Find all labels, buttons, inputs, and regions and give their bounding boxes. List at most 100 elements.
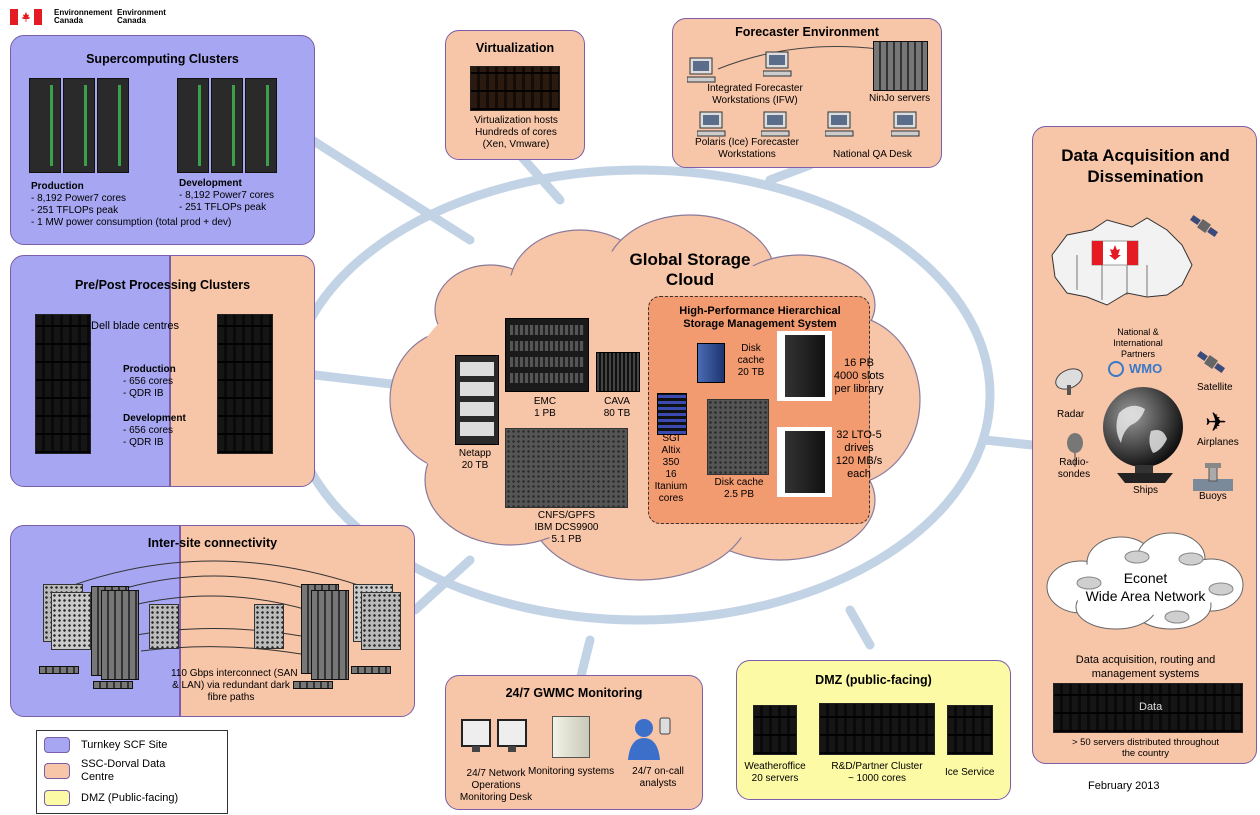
disk-cache-big (707, 399, 769, 475)
radiosonde-balloon-icon (1065, 433, 1085, 474)
intersite-caption: 110 Gbps interconnect (SAN & LAN) via re… (171, 668, 298, 703)
qa-label: National QA Desk (833, 149, 912, 160)
network-monitor-icon (460, 716, 530, 756)
workstation-icon (696, 111, 727, 137)
data-label: Data (1139, 701, 1163, 713)
econet-cloud (1046, 532, 1244, 630)
data-acq-servers (1053, 683, 1243, 733)
forecaster-links (717, 46, 879, 70)
network-rack-right (311, 590, 349, 680)
wmo-label: WMO (1129, 361, 1163, 376)
legend-swatch-peach (44, 763, 70, 779)
cava-array (596, 352, 640, 392)
rd-cluster-servers (819, 703, 935, 755)
server-tower-icon (552, 716, 590, 758)
ninjo-server (873, 41, 928, 91)
workstation-icon (824, 111, 855, 137)
virtualization-hosts (470, 66, 560, 111)
prepost-production-heading: Production (123, 364, 176, 375)
ice-service-label: Ice Service (945, 767, 995, 778)
wmo-logo-icon (1107, 361, 1127, 377)
ships-label: Ships (1133, 485, 1159, 496)
power7-rack (177, 78, 209, 173)
tape-library-1 (777, 331, 832, 401)
power7-rack (245, 78, 277, 173)
monitoring-systems-label: Monitoring systems (528, 766, 615, 777)
power7-rack (97, 78, 129, 173)
emc-array (505, 318, 589, 392)
connector-supercomputing (307, 135, 475, 245)
tape-library-2 (777, 427, 832, 497)
canada-map (1051, 217, 1193, 306)
legend-swatch-blue (44, 737, 70, 753)
prepost-development-heading: Development (123, 413, 186, 424)
analyst-icon (626, 716, 672, 760)
virtualization-title: Virtualization (475, 41, 555, 55)
rack-unit (93, 681, 133, 689)
router-left (149, 604, 179, 649)
legend-label: DMZ (Public-facing) (81, 792, 179, 804)
dell-blade-centre (217, 314, 273, 454)
forecaster-panel: Forecaster Environment Integrated Foreca… (672, 18, 942, 168)
sgi-altix (657, 393, 687, 435)
rd-cluster-label: R&D/Partner Cluster~ 1000 cores (831, 761, 923, 784)
buoy-icon (1193, 461, 1233, 496)
date-label: February 2013 (1088, 780, 1160, 792)
san-switch-right (361, 592, 401, 650)
development-line: - 8,192 Power7 cores (179, 190, 275, 201)
power7-rack (211, 78, 243, 173)
virtualization-text: Virtualization hosts Hundreds of cores (… (474, 115, 558, 150)
rack-unit (39, 666, 79, 674)
production-line: - 1 MW power consumption (total prod + d… (31, 217, 232, 228)
ninjo-label: NinJo servers (869, 93, 931, 104)
satellite-icon (1196, 347, 1226, 382)
legend-label: Turnkey SCF Site (81, 739, 168, 751)
virtualization-panel: Virtualization Virtualization hosts Hund… (445, 30, 585, 160)
development-heading: Development (179, 178, 242, 189)
network-rack-left (101, 590, 139, 680)
production-line: - 8,192 Power7 cores (31, 193, 127, 204)
prepost-title: Pre/Post Processing Clusters (74, 278, 251, 292)
weatheroffice-servers (753, 705, 797, 755)
connector-monitoring (575, 635, 595, 685)
rack-unit (351, 666, 391, 674)
satellite-icon (1189, 211, 1219, 246)
satellite-label: Satellite (1197, 382, 1233, 393)
radar-dish-icon (1053, 367, 1087, 402)
workstation-icon (762, 51, 793, 77)
connector-prepost (310, 370, 405, 390)
power7-rack (29, 78, 61, 173)
router-right (254, 604, 284, 649)
production-line: - 251 TFLOPs peak (31, 205, 119, 216)
rack-unit (293, 681, 333, 689)
prepost-development-line: - QDR IB (123, 437, 164, 448)
prepost-development-line: - 656 cores (123, 425, 174, 436)
prepost-panel: Pre/Post Processing Clusters Dell blade … (10, 255, 315, 487)
workstation-icon (760, 111, 791, 137)
radiosondes-label: Radio-sondes (1057, 457, 1091, 480)
prepost-production-line: - 656 cores (123, 376, 174, 387)
buoys-label: Buoys (1199, 491, 1227, 502)
development-line: - 251 TFLOPs peak (179, 202, 267, 213)
dell-blade-centre (35, 314, 91, 454)
